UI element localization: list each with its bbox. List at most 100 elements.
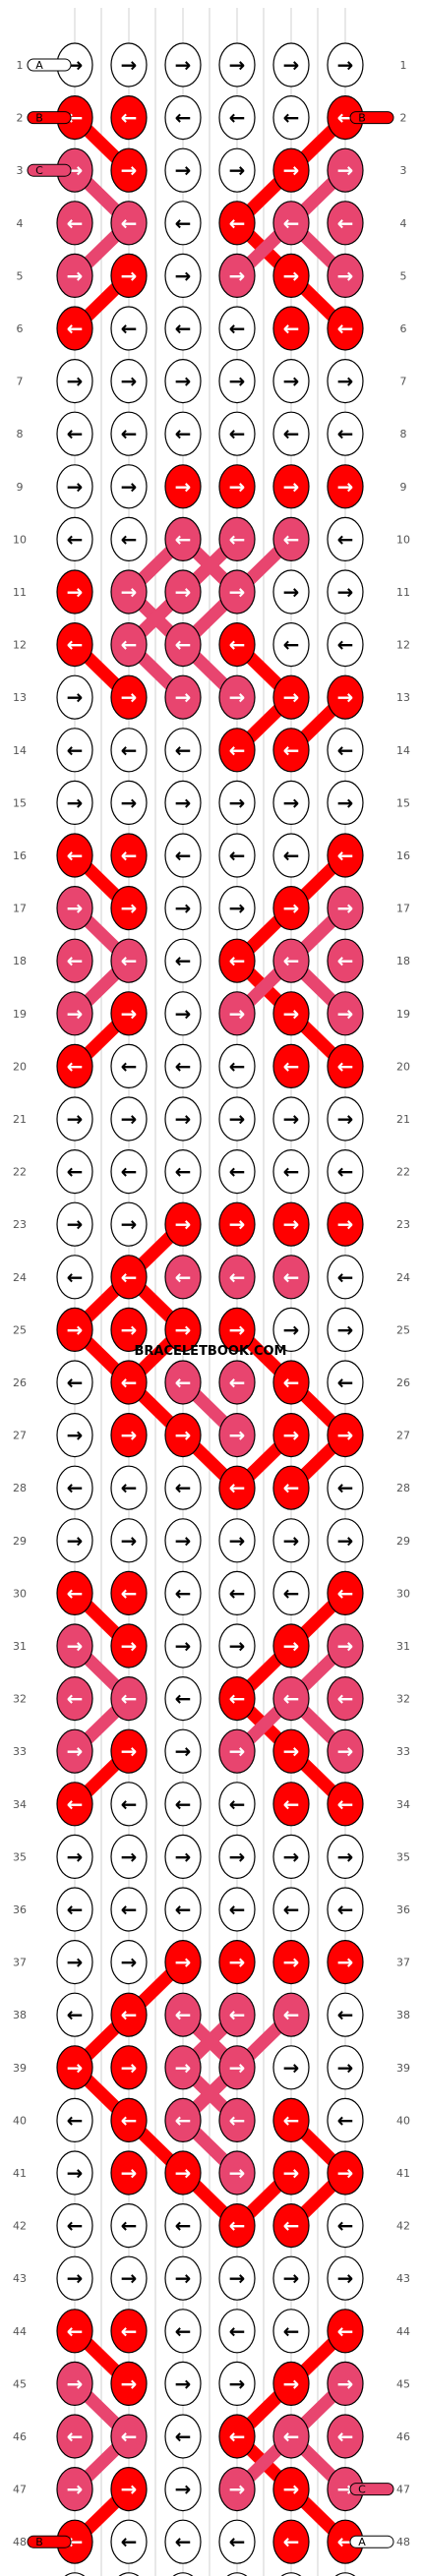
knot-arrow: ←: [229, 949, 246, 972]
knot-arrow: →: [121, 1002, 138, 1025]
knot-shape: [327, 1834, 364, 1880]
knot-arrow: ←: [121, 2319, 138, 2343]
knot-arrow: →: [175, 53, 192, 77]
row-number-right: 4: [400, 217, 407, 230]
knot: →: [56, 1201, 93, 1247]
knot-arrow: →: [229, 685, 246, 709]
knot-shape: [327, 728, 364, 773]
knot: ←: [164, 201, 202, 246]
knot-arrow: →: [337, 1634, 354, 1658]
knot: →: [218, 147, 256, 193]
knot-shape: [218, 1043, 256, 1089]
knot-arrow: →: [283, 53, 300, 77]
knot-shape: [56, 1728, 93, 1774]
knot: ←: [327, 1148, 364, 1195]
knot-arrow: ←: [283, 844, 300, 867]
row-number-right: 34: [396, 1798, 410, 1811]
row-number-right: 44: [396, 2325, 410, 2338]
knot-arrow: ←: [67, 1476, 84, 1499]
knot: →: [110, 253, 148, 298]
knot-arrow: →: [229, 897, 246, 920]
knot: ←: [218, 2203, 256, 2249]
knot: ←: [164, 306, 202, 351]
knot-arrow: →: [229, 1739, 246, 1763]
knot-arrow: →: [229, 2371, 246, 2395]
row-number-left: 5: [17, 269, 24, 282]
knot-arrow: ←: [121, 1265, 138, 1289]
knot: →: [164, 2045, 202, 2090]
knot-shape: [218, 253, 256, 298]
knot-shape: [327, 2045, 364, 2090]
knot: ←: [164, 938, 202, 983]
knot-arrow: ←: [175, 317, 192, 340]
row-number-right: 40: [396, 2114, 410, 2127]
row-number-right: 7: [400, 376, 407, 388]
knot-arrow: ←: [229, 317, 246, 340]
knot: ←: [164, 516, 202, 562]
row-number-left: 27: [13, 1430, 27, 1442]
row-number-right: 11: [396, 586, 410, 599]
knot-shape: [218, 147, 256, 193]
row-number-right: 29: [396, 1535, 410, 1548]
knot-arrow: ←: [337, 317, 354, 340]
knot: ←: [327, 2414, 364, 2459]
knot: ←: [272, 2203, 310, 2249]
knot-shape: [218, 2309, 256, 2354]
knot-shape: [334, 2572, 356, 2576]
knot-shape: [110, 1148, 148, 1195]
row-number-left: 47: [13, 2484, 27, 2496]
knot-shape: [56, 1043, 93, 1089]
knot-arrow: →: [67, 2371, 84, 2395]
row-number-left: 13: [13, 691, 27, 704]
knot-arrow: →: [121, 1212, 138, 1236]
knot-arrow: ←: [283, 949, 300, 972]
knot: ←: [164, 2097, 202, 2142]
knot: →: [164, 2467, 202, 2512]
knot-shape: [164, 1570, 202, 1616]
knot-arrow: →: [337, 2056, 354, 2079]
knot: ←: [164, 2203, 202, 2249]
knot-shape: [56, 1307, 93, 1353]
row-number-right: 19: [396, 1008, 410, 1021]
knot-arrow: →: [175, 1424, 192, 1447]
knot: →: [272, 1728, 310, 1774]
knot: ←: [272, 938, 310, 983]
knot: ←: [218, 1675, 256, 1722]
row-number-right: 45: [396, 2377, 410, 2390]
knot: →: [272, 991, 310, 1036]
knot: →: [218, 1623, 256, 1669]
knot-shape: [56, 411, 93, 456]
knot-arrow: ←: [175, 2108, 192, 2132]
knot-arrow: ←: [337, 1476, 354, 1499]
knot: →: [56, 1939, 93, 1985]
knot-shape: [327, 306, 364, 351]
knot: →: [327, 1201, 364, 1247]
knot-shape: [164, 621, 202, 668]
knot: →: [327, 2150, 364, 2195]
knot-arrow: ←: [229, 106, 246, 130]
knot: ←: [272, 1043, 310, 1089]
knot: →: [327, 253, 364, 298]
knot: ←: [218, 411, 256, 456]
knot-arrow: →: [229, 2056, 246, 2079]
knot-shape: [56, 674, 93, 720]
knot-shape: [164, 201, 202, 246]
knot-shape: [272, 1201, 310, 1247]
strand-letter: C: [358, 2484, 366, 2496]
knot-shape: [218, 1570, 256, 1616]
knot: ←: [110, 1992, 148, 2037]
knot-shape: [164, 1201, 202, 1247]
knot-arrow: ←: [67, 1054, 84, 1078]
row-number-left: 28: [13, 1482, 27, 1494]
row-number-right: 2: [400, 112, 407, 125]
knot: →: [327, 1623, 364, 1669]
row-number-right: 18: [396, 955, 410, 967]
knot-arrow: →: [283, 1844, 300, 1868]
knot: →: [218, 1307, 256, 1353]
knot: →: [218, 2045, 256, 2090]
knot-shape: [272, 2150, 310, 2195]
knot-shape: [164, 2045, 202, 2090]
knot-arrow: ←: [67, 738, 84, 762]
knot: ←: [272, 1465, 310, 1510]
